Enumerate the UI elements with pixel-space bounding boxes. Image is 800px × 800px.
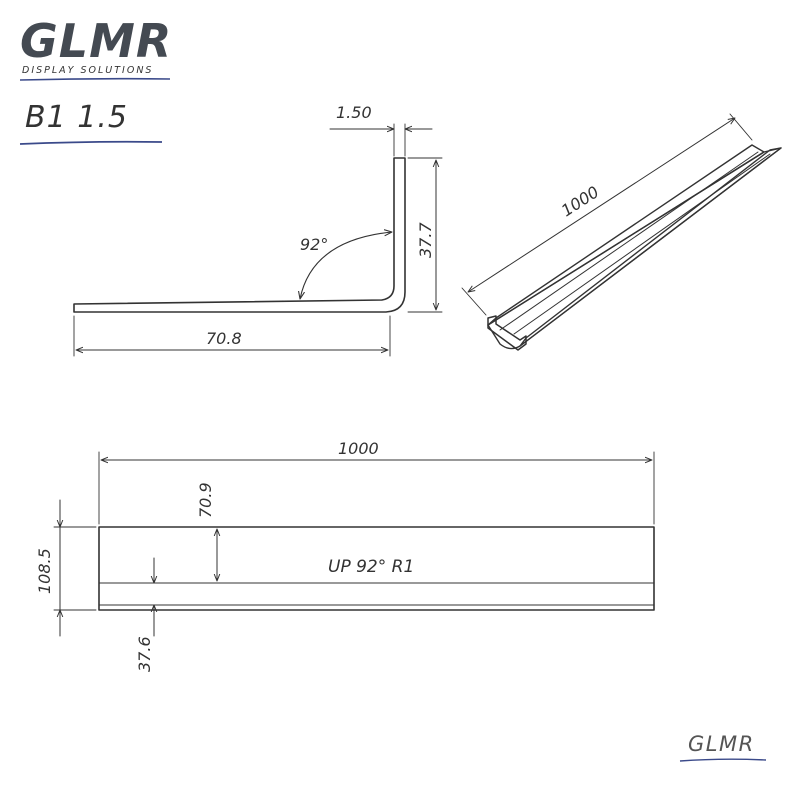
- signature: GLMR: [688, 732, 755, 756]
- iso-groove-2: [513, 153, 771, 335]
- flat-view: UP 92° R1 1000 108.5 70.9 37.6: [35, 439, 655, 672]
- flat-outline: [98, 526, 655, 611]
- flat-length-label: 1000: [338, 439, 379, 458]
- iso-lip: [519, 147, 782, 347]
- height-label: 37.7: [416, 222, 435, 258]
- iso-base-face: [487, 147, 782, 350]
- iso-ext-1: [461, 287, 487, 316]
- part-code: B1 1.5: [25, 100, 128, 135]
- offset-label: 70.9: [196, 482, 215, 518]
- profile-view: 1.50 37.7 70.8 92°: [73, 103, 443, 357]
- iso-end-section: [487, 315, 527, 351]
- iso-length-label: 1000: [558, 182, 602, 220]
- iso-dim-line: [468, 118, 735, 292]
- bend-note: UP 92° R1: [328, 557, 414, 577]
- flat-width-label: 108.5: [35, 548, 54, 594]
- remainder-label: 37.6: [135, 636, 154, 672]
- thickness-label: 1.50: [336, 103, 372, 122]
- iso-groove-1: [499, 151, 759, 331]
- logo: GLMR: [20, 14, 173, 68]
- angle-label: 92°: [300, 235, 328, 254]
- iso-long-wall: [487, 144, 765, 326]
- iso-ext-2: [729, 113, 753, 141]
- isometric-view: 1000: [461, 113, 782, 351]
- signature-underline: [679, 758, 767, 762]
- part-code-underline: [19, 140, 163, 145]
- profile-shape: [73, 157, 406, 313]
- logo-underline: [19, 77, 171, 81]
- width-label: 70.8: [206, 329, 242, 348]
- logo-tagline: DISPLAY SOLUTIONS: [22, 65, 154, 76]
- angle-arc: [300, 232, 393, 299]
